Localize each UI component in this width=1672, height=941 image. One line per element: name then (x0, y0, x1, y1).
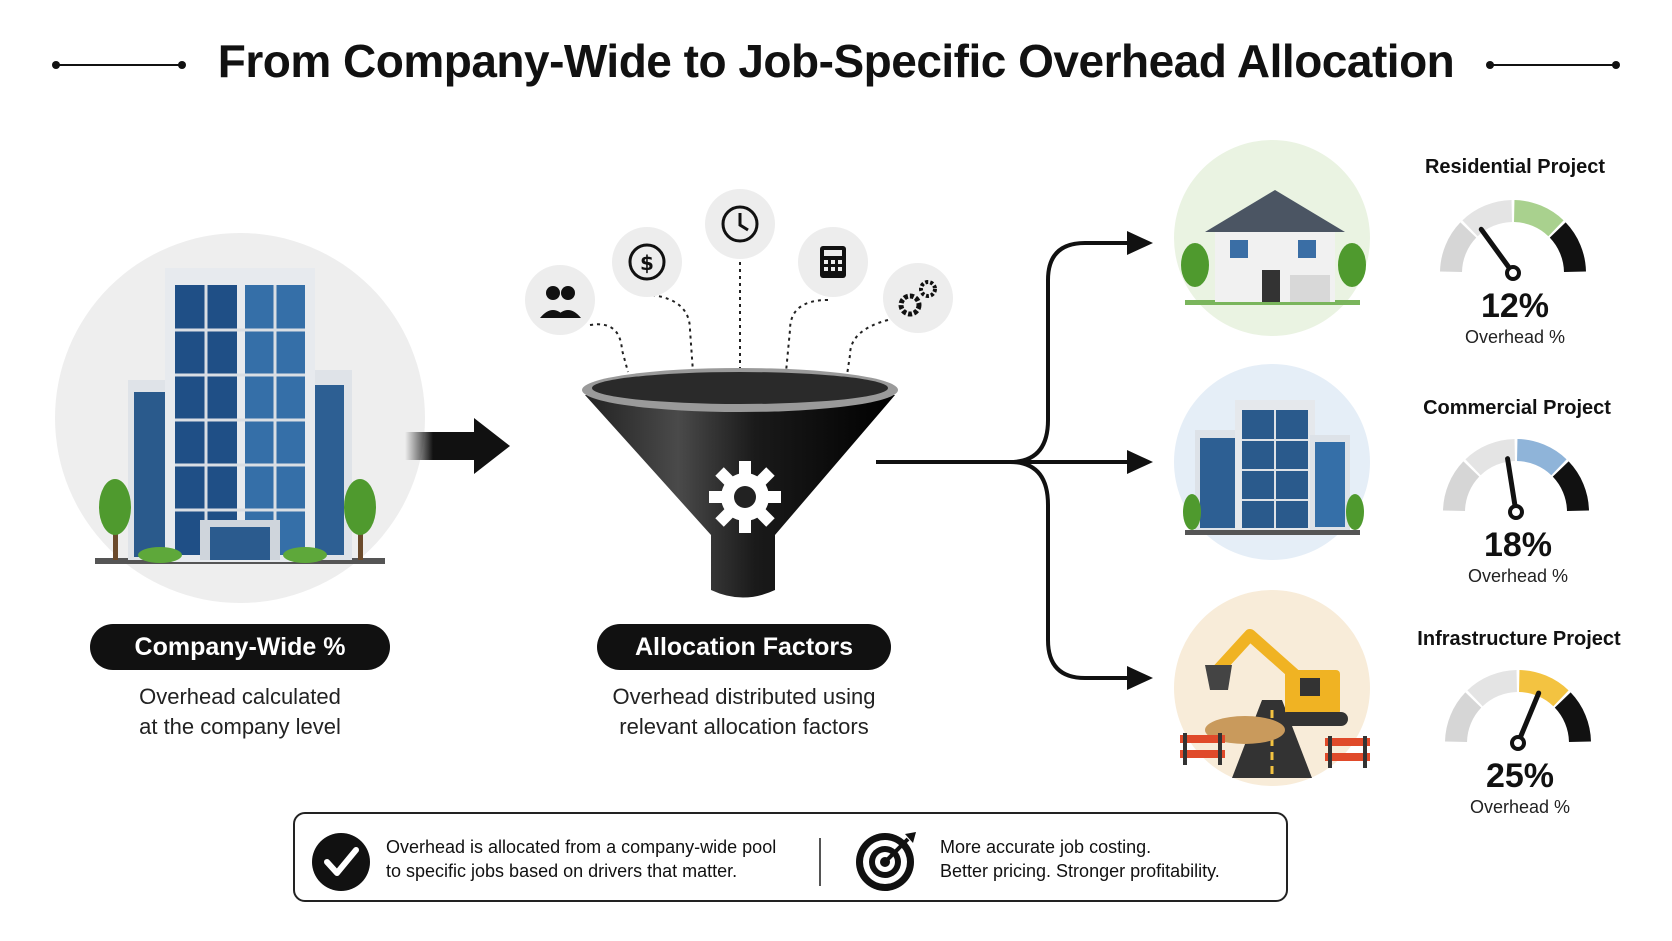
summary-left-text: Overhead is allocated from a company-wid… (386, 835, 806, 883)
allocation-factors-desc-line2: relevant allocation factors (619, 714, 869, 739)
gauge-segment (1440, 222, 1477, 273)
commercial-percent-label: Overhead % (1467, 566, 1569, 586)
summary-right-line2: Better pricing. Stronger profitability. (940, 861, 1220, 881)
gears-icon (883, 263, 953, 333)
gauge-segment (1516, 439, 1567, 476)
gauge-segment (1443, 461, 1480, 512)
gauge-segment (1552, 461, 1589, 512)
gauge-hub (1510, 735, 1526, 751)
gauge-segment (1554, 692, 1591, 743)
check-circle-icon (312, 833, 370, 891)
people-icon (525, 265, 595, 335)
allocation-factors-pill: Allocation Factors (597, 624, 891, 670)
infrastructure-percent-label: Overhead % (1469, 797, 1571, 817)
company-wide-desc-line2: at the company level (139, 714, 341, 739)
road-barrier-left (1180, 733, 1225, 765)
house-icon (1174, 140, 1370, 336)
arrow-head-residential (1127, 231, 1153, 255)
gauge-2 (1445, 670, 1591, 751)
residential-percent: 12% (1480, 287, 1550, 325)
commercial-title: Commercial Project (1423, 397, 1611, 419)
company-wide-pill: Company-Wide % (90, 624, 390, 670)
company-wide-desc: Overhead calculated at the company level (60, 682, 420, 742)
office-building-icon (1174, 364, 1370, 560)
gauge-segment (1549, 222, 1586, 273)
gauge-segment (1465, 439, 1516, 476)
summary-box (293, 812, 1288, 902)
funnel-icon (582, 368, 898, 598)
arrow-head-commercial (1127, 450, 1153, 474)
gauge-hub (1508, 504, 1524, 520)
excavator-icon (1174, 590, 1370, 786)
company-building-icon (55, 233, 425, 603)
gauge-segment (1518, 670, 1569, 707)
gauge-needle (1505, 456, 1519, 515)
arrow-right-icon (405, 418, 510, 474)
infrastructure-title: Infrastructure Project (1417, 628, 1621, 650)
gauge-needle (1478, 226, 1516, 276)
svg-text:$: $ (640, 251, 654, 275)
summary-left-line2: to specific jobs based on drivers that m… (386, 861, 738, 881)
company-wide-desc-line1: Overhead calculated (139, 684, 341, 709)
summary-right-text: More accurate job costing. Better pricin… (940, 835, 1280, 883)
allocation-factors-desc: Overhead distributed using relevant allo… (564, 682, 924, 742)
factor-leaders (589, 262, 889, 376)
road-barrier-right (1325, 736, 1370, 768)
summary-right-line1: More accurate job costing. (940, 837, 1152, 857)
gauge-segment (1445, 692, 1482, 743)
calculator-icon (798, 227, 868, 297)
gauge-1 (1443, 439, 1589, 520)
gauge-segment (1462, 200, 1513, 237)
gauge-needle (1515, 690, 1542, 746)
gauge-0 (1440, 200, 1586, 281)
target-icon (856, 832, 916, 891)
allocation-factors-desc-line1: Overhead distributed using (612, 684, 876, 709)
title-rule-right (1486, 61, 1620, 69)
gauge-segment (1513, 200, 1564, 237)
infrastructure-percent: 25% (1485, 757, 1555, 795)
dollar-icon: $ (612, 227, 682, 297)
branch-arrows (876, 241, 1140, 680)
summary-left-line1: Overhead is allocated from a company-wid… (386, 837, 777, 857)
residential-title: Residential Project (1424, 156, 1606, 178)
gauge-hub (1505, 265, 1521, 281)
title-rule-left (52, 61, 186, 69)
page-title: From Company-Wide to Job-Specific Overhe… (217, 35, 1455, 87)
residential-percent-label: Overhead % (1464, 327, 1566, 347)
commercial-percent: 18% (1483, 526, 1553, 564)
arrow-head-infrastructure (1127, 666, 1153, 690)
clock-icon (705, 189, 775, 259)
gauge-segment (1467, 670, 1518, 707)
